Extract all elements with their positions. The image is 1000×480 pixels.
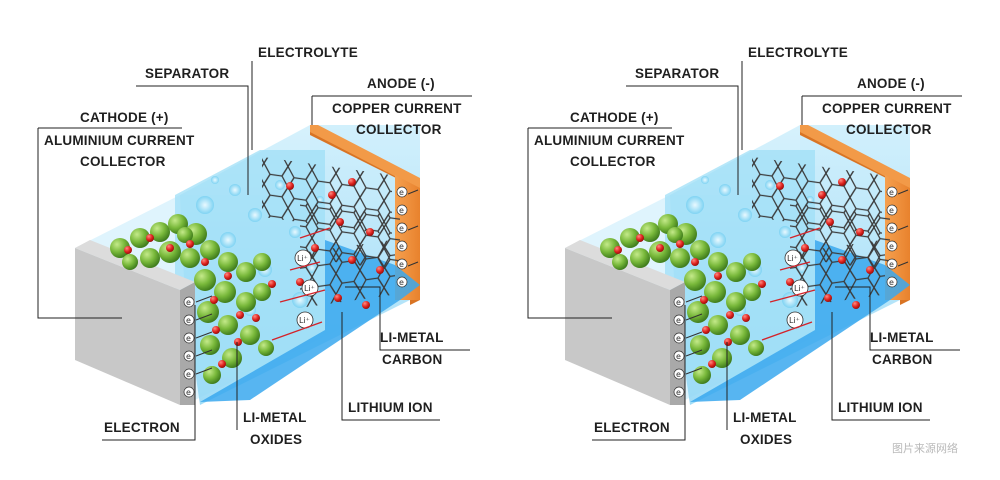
lithium-ion-symbol: Li⁺ [304,284,315,293]
electron-symbol: e [399,206,404,215]
electron-markers-cathode: e e e e e e [673,296,685,398]
graphite-carbon-layers [752,156,890,308]
electron-symbol: e [889,278,894,287]
cathode-label: CATHODE (+) [80,110,169,125]
ion-flow-arrows [271,227,331,341]
electrolyte-label: ELECTROLYTE [748,45,848,60]
electron-symbol: e [889,206,894,215]
lithium-ion-label: LITHIUM ION [348,400,433,415]
lithium-ion-markers: Li⁺ Li⁺ Li⁺ [784,249,809,329]
lithium-ion-particles [614,178,874,368]
lithium-ion-symbol: Li⁺ [299,316,310,325]
li-metal-carbon-label: CARBON [872,352,932,367]
panel-labels: SEPARATOR ELECTROLYTE ANODE (-) COPPER C… [44,45,462,447]
leader-lines [527,61,962,441]
copper-collector-label: COPPER CURRENT [332,101,462,116]
electron-symbol: e [889,188,894,197]
electron-symbol: e [889,224,894,233]
aluminium-current-collector [75,248,180,405]
graphite-carbon-layers [262,156,400,308]
li-metal-carbon-label: CARBON [382,352,442,367]
electron-markers-anode: e e e e e e [396,186,408,288]
copper-collector-label: COLLECTOR [356,122,442,137]
battery-panel-left: Li⁺ Li⁺ Li⁺ e e [37,45,472,447]
electron-symbol: e [186,316,191,325]
anode-label: ANODE (-) [367,76,435,91]
lithium-ion-particles [124,178,384,368]
aluminium-current-collector [565,248,670,405]
aluminium-collector-label: ALUMINIUM CURRENT [44,133,195,148]
panel-labels: SEPARATOR ELECTROLYTE ANODE (-) COPPER C… [534,45,952,447]
electron-symbol: e [676,298,681,307]
li-metal-oxide-particles [110,214,274,384]
cathode-label: CATHODE (+) [570,110,659,125]
lithium-ion-symbol: Li⁺ [789,316,800,325]
lithium-ion-markers: Li⁺ Li⁺ Li⁺ [294,249,319,329]
electron-label: ELECTRON [104,420,180,435]
electron-symbol: e [676,370,681,379]
electron-symbol: e [399,278,404,287]
lithium-ion-label: LITHIUM ION [838,400,923,415]
li-metal-oxides-label: LI-METAL [733,410,797,425]
ion-flow-arrows [761,227,821,341]
leader-lines [37,61,472,441]
electron-symbol: e [399,242,404,251]
anode-label: ANODE (-) [857,76,925,91]
separator-label: SEPARATOR [145,66,229,81]
electron-flow-arrows [685,189,909,375]
li-metal-carbon-label: LI-METAL [380,330,444,345]
electron-symbol: e [889,242,894,251]
li-metal-oxides-label: LI-METAL [243,410,307,425]
electron-symbol: e [186,388,191,397]
electron-symbol: e [399,188,404,197]
battery-cell-illustration: Li⁺ Li⁺ Li⁺ e e [565,125,910,405]
electron-symbol: e [399,224,404,233]
lithium-ion-symbol: Li⁺ [787,254,798,263]
electron-symbol: e [889,260,894,269]
battery-cell-illustration: Li⁺ Li⁺ Li⁺ e e [75,125,420,405]
copper-collector-label: COPPER CURRENT [822,101,952,116]
electron-symbol: e [676,334,681,343]
electron-markers-anode: e e e e e e [886,186,898,288]
electron-symbol: e [676,352,681,361]
electron-flow-arrows [195,189,419,375]
copper-collector-label: COLLECTOR [846,122,932,137]
electron-symbol: e [676,388,681,397]
li-metal-oxides-label: OXIDES [250,432,302,447]
electron-symbol: e [186,352,191,361]
aluminium-collector-label: COLLECTOR [80,154,166,169]
separator-label: SEPARATOR [635,66,719,81]
electron-label: ELECTRON [594,420,670,435]
li-metal-carbon-label: LI-METAL [870,330,934,345]
electron-symbol: e [186,370,191,379]
li-metal-oxides-label: OXIDES [740,432,792,447]
lithium-ion-symbol: Li⁺ [794,284,805,293]
electrolyte-label: ELECTROLYTE [258,45,358,60]
aluminium-collector-label: COLLECTOR [570,154,656,169]
electron-symbol: e [399,260,404,269]
aluminium-collector-label: ALUMINIUM CURRENT [534,133,685,148]
electron-markers-cathode: e e e e e e [183,296,195,398]
battery-panel-right: Li⁺ Li⁺ Li⁺ e e [527,45,962,447]
electron-symbol: e [186,334,191,343]
electron-symbol: e [676,316,681,325]
lithium-ion-symbol: Li⁺ [297,254,308,263]
watermark: 图片来源网络 [892,442,958,455]
electron-symbol: e [186,298,191,307]
